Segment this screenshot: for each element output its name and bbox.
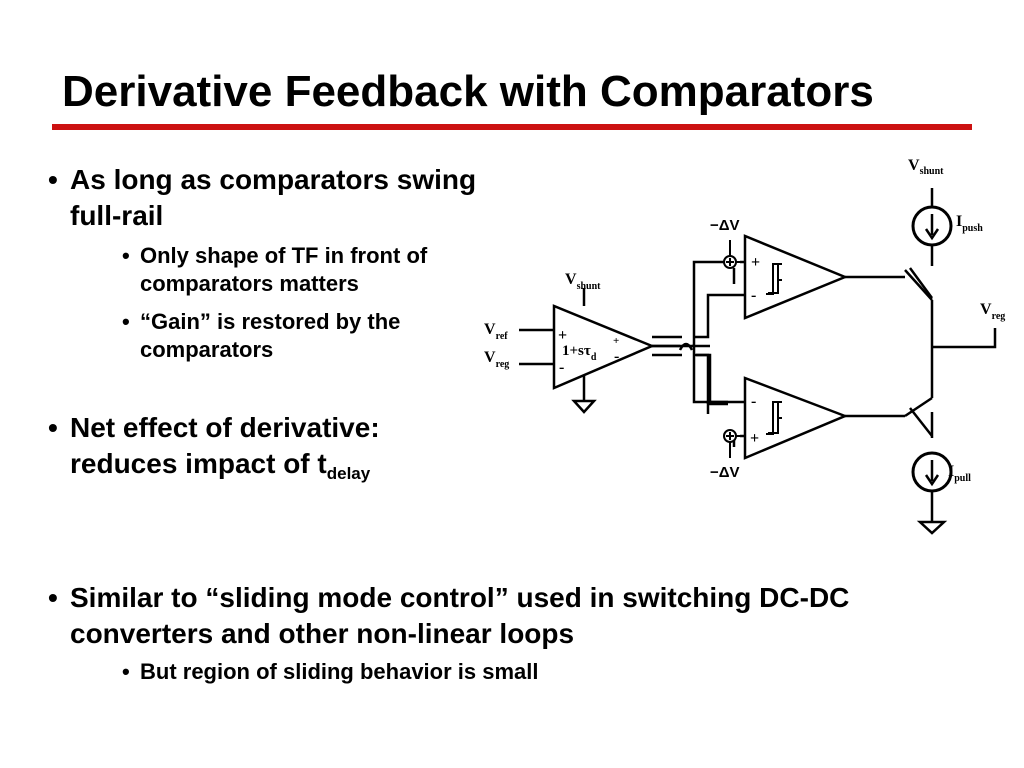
sub-bullet-text: “Gain” is restored by the comparators bbox=[140, 309, 401, 362]
title-underline bbox=[52, 124, 972, 130]
amp-out-plus: + bbox=[613, 335, 619, 347]
label-vshunt-amp: Vshunt bbox=[565, 271, 601, 292]
bullet-sliding-mode: • Similar to “sliding mode control” used… bbox=[40, 580, 1000, 686]
label-delta-v-top: −ΔV bbox=[710, 217, 740, 234]
amplifier: + - 1+sτd + - bbox=[552, 304, 656, 390]
comparator-bottom: - + bbox=[743, 376, 849, 460]
bullet-dot-icon: • bbox=[122, 309, 130, 334]
bullet-dot-icon: • bbox=[122, 243, 130, 268]
sub-bullet-text: Only shape of TF in front of comparators… bbox=[140, 243, 428, 296]
switch-top-icon bbox=[908, 267, 934, 299]
svg-text:+: + bbox=[751, 254, 760, 271]
amp-transfer-function: 1+sτd bbox=[562, 343, 597, 363]
label-vshunt-top: Vshunt bbox=[908, 157, 944, 177]
label-vref: Vref bbox=[484, 321, 508, 342]
bullet-dot-icon: • bbox=[122, 659, 130, 684]
label-ipush: Ipush bbox=[956, 213, 983, 234]
ground-icon bbox=[916, 520, 948, 535]
amp-minus-sign: - bbox=[559, 359, 564, 376]
bullet-text: Similar to “sliding mode control” used i… bbox=[70, 582, 850, 649]
sub-bullet-text: But region of sliding behavior is small bbox=[140, 659, 539, 684]
slide-title: Derivative Feedback with Comparators bbox=[62, 67, 874, 116]
switch-bottom-icon bbox=[909, 407, 933, 437]
bullet-dot-icon: • bbox=[48, 164, 58, 195]
bullet-dot-icon: • bbox=[48, 412, 58, 443]
wire-crossing bbox=[652, 342, 710, 351]
svg-text:-: - bbox=[751, 393, 756, 410]
circuit-diagram: + - 1+sτd + - + - - + bbox=[484, 157, 1005, 535]
sub-bullet-sliding-region: • But region of sliding behavior is smal… bbox=[110, 658, 1000, 686]
labels: Vshunt Ipush Ipull Vreg Vshunt Vref Vreg… bbox=[484, 157, 1005, 484]
bullet-text: Net effect of derivative: reduces impact… bbox=[70, 412, 380, 479]
ground-icon bbox=[571, 399, 597, 414]
summing-nodes bbox=[723, 240, 745, 458]
switches bbox=[908, 267, 934, 437]
bottom-bullet-list: • Similar to “sliding mode control” used… bbox=[40, 580, 1000, 686]
comparator-top: + - bbox=[743, 234, 849, 320]
sub-bullet-gain-restored: • “Gain” is restored by the comparators bbox=[110, 308, 480, 364]
ground-symbols bbox=[571, 399, 948, 535]
amp-plus-sign: + bbox=[558, 327, 567, 344]
bullet-comparators-swing: • As long as comparators swing full-rail… bbox=[40, 162, 480, 364]
left-bullet-list: • As long as comparators swing full-rail… bbox=[40, 162, 480, 492]
bullet-subscript: delay bbox=[326, 464, 371, 483]
svg-text:-: - bbox=[751, 287, 756, 304]
label-vreg-out: Vreg bbox=[980, 301, 1005, 322]
label-vreg-in: Vreg bbox=[484, 349, 509, 370]
label-delta-v-bottom: −ΔV bbox=[710, 464, 740, 481]
label-ipull: Ipull bbox=[948, 463, 971, 484]
current-sources bbox=[911, 205, 953, 493]
bullet-net-effect: • Net effect of derivative: reduces impa… bbox=[40, 410, 480, 492]
sub-bullet-list: • But region of sliding behavior is smal… bbox=[70, 658, 1000, 686]
amp-out-minus: - bbox=[614, 348, 619, 365]
svg-text:+: + bbox=[750, 430, 759, 447]
hysteresis-icon bbox=[766, 263, 782, 295]
sub-bullet-list: • Only shape of TF in front of comparato… bbox=[70, 242, 480, 364]
bullet-text: As long as comparators swing full-rail bbox=[70, 164, 477, 231]
hysteresis-icon bbox=[766, 401, 782, 435]
sub-bullet-tf-shape: • Only shape of TF in front of comparato… bbox=[110, 242, 480, 298]
bullet-dot-icon: • bbox=[48, 582, 58, 613]
